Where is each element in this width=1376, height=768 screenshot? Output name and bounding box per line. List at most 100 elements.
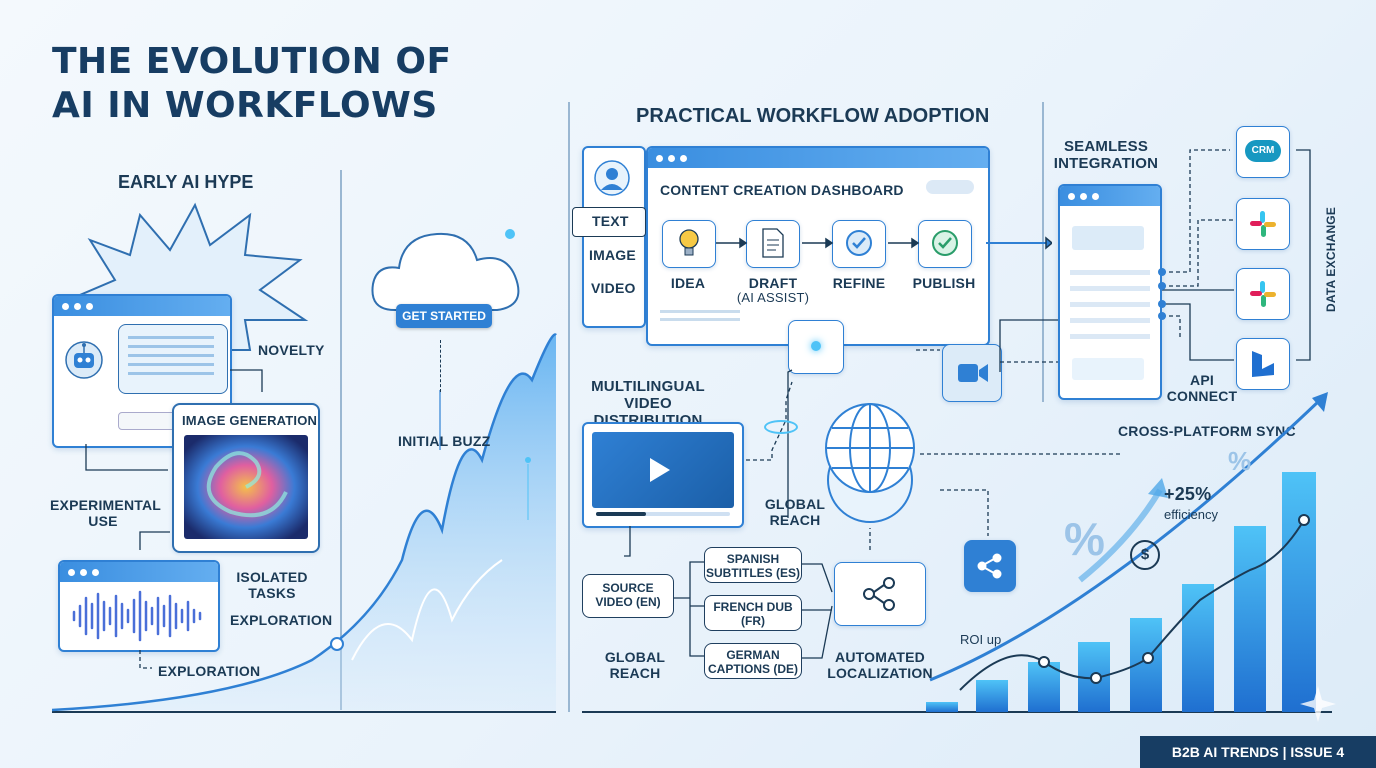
tab-image-label[interactable]: IMAGE [589, 247, 636, 263]
integration-heading: SEAMLESS INTEGRATION [1053, 138, 1159, 172]
divider-left [340, 170, 342, 710]
early-hype-heading: EARLY AI HYPE [118, 172, 254, 192]
publish-step[interactable] [918, 220, 972, 268]
efficiency-pct-label: +25% [1164, 484, 1212, 504]
roi-up-label: ROI up [960, 632, 1002, 647]
roi-bar-6 [1182, 584, 1214, 712]
idea-step[interactable] [662, 220, 716, 268]
tab-text-label: TEXT [592, 213, 629, 229]
german-node[interactable]: GERMAN CAPTIONS (DE) [704, 643, 802, 679]
get-started-button[interactable]: GET STARTED [396, 304, 492, 328]
divider-mid [568, 102, 570, 712]
practical-heading: PRACTICAL WORKFLOW ADOPTION [636, 105, 990, 127]
efficiency-label: efficiency [1164, 507, 1218, 522]
workflow-arrows [716, 236, 1052, 250]
integration-footer-block [1072, 358, 1144, 380]
dynamics-icon [1252, 351, 1274, 377]
baseline-left [52, 711, 556, 713]
check-icon [846, 230, 872, 256]
localization-share-node[interactable] [834, 562, 926, 626]
exploration-label-2: EXPLORATION [158, 663, 261, 679]
early-connectors [85, 369, 263, 669]
refine-step[interactable] [832, 220, 886, 268]
roi-bar-8 [1282, 472, 1316, 712]
video-player[interactable] [582, 422, 744, 528]
cross-platform-sync-label: CROSS-PLATFORM SYNC [1118, 423, 1296, 439]
roi-bar-7 [1234, 526, 1266, 712]
sync-ring-icon [764, 420, 798, 434]
roi-bar-1 [926, 702, 958, 712]
title-line-1: THE EVOLUTION OF [52, 41, 452, 82]
spanish-label: SPANISH SUBTITLES (ES) [705, 552, 800, 580]
idea-label: IDEA [670, 275, 706, 291]
source-video-node[interactable]: SOURCE VIDEO (EN) [582, 574, 674, 618]
sidebar-panel [582, 146, 646, 328]
integration-list [1070, 270, 1150, 340]
french-node[interactable]: FRENCH DUB (FR) [704, 595, 802, 631]
cloud-icon [371, 229, 520, 311]
chat-window [52, 294, 232, 448]
video-progress[interactable] [596, 512, 730, 516]
isolated-tasks-label: ISOLATED TASKS [236, 569, 308, 601]
crm-app[interactable]: CRM [1236, 126, 1290, 178]
document-icon [762, 228, 784, 258]
roi-bar-chart [926, 392, 1328, 712]
integration-titlebar [1060, 186, 1160, 206]
dashboard-text-lines [660, 310, 740, 324]
audio-window-titlebar [60, 562, 218, 582]
source-video-label: SOURCE VIDEO (EN) [595, 581, 661, 609]
slack-app-2[interactable] [1236, 268, 1290, 320]
share-node[interactable] [964, 540, 1016, 592]
publish-label: PUBLISH [912, 275, 976, 291]
practical-connectors [624, 319, 1120, 659]
slack-icon [1250, 211, 1276, 237]
integration-app-window [1058, 184, 1162, 400]
draft-sublabel: (AI ASSIST) [736, 290, 810, 305]
hub-dot-icon [811, 341, 821, 351]
dashboard-title: CONTENT CREATION DASHBOARD [660, 182, 904, 198]
exploration-label-1: EXPLORATION [230, 612, 333, 628]
tab-text[interactable] [572, 207, 646, 237]
user-avatar-icon [594, 160, 630, 196]
lightbulb-icon [679, 229, 699, 256]
dynamics-app[interactable] [1236, 338, 1290, 390]
share-icon [977, 553, 1002, 579]
api-connect-label: API CONNECT [1166, 372, 1238, 404]
sparkle-icon [1300, 686, 1336, 722]
novelty-label: NOVELTY [258, 342, 325, 358]
french-label: FRENCH DUB (FR) [713, 600, 793, 628]
draft-step[interactable] [746, 220, 800, 268]
slack-icon [1250, 281, 1276, 307]
refine-label: REFINE [832, 275, 886, 291]
slack-app-1[interactable] [1236, 198, 1290, 250]
title-line-2: AI IN WORKFLOWS [52, 85, 438, 126]
video-camera-icon [958, 364, 988, 382]
swirl-image [184, 435, 308, 539]
robot-icon [65, 341, 103, 379]
waveform-icon [72, 590, 202, 642]
video-progress-fill [596, 512, 646, 516]
crm-cloud-icon: CRM [1245, 140, 1281, 162]
percent-icon-small: % [1228, 446, 1252, 476]
issue-footer: B2B AI TRENDS | ISSUE 4 [1140, 736, 1376, 768]
dollar-icon: $ [1130, 540, 1160, 570]
initial-buzz-label: INITIAL BUZZ [398, 433, 491, 449]
image-generation-label: IMAGE GENERATION [182, 413, 318, 428]
dashboard-search[interactable] [926, 180, 974, 194]
check-icon [932, 230, 958, 256]
roi-bar-2 [976, 680, 1008, 712]
page-title: THE EVOLUTION OF AI IN WORKFLOWS [52, 40, 452, 128]
global-reach-label-1: GLOBAL REACH [764, 496, 826, 528]
chat-text-lines [128, 336, 214, 380]
divider-right [1042, 102, 1044, 402]
dashboard-titlebar [648, 148, 988, 168]
video-camera-node [942, 344, 1002, 402]
globe-icon [825, 403, 915, 523]
roi-bar-3 [1028, 662, 1060, 712]
cloud-connector [440, 340, 441, 392]
tab-video-label[interactable]: VIDEO [591, 280, 636, 296]
spanish-node[interactable]: SPANISH SUBTITLES (ES) [704, 547, 802, 583]
play-icon[interactable] [648, 456, 672, 484]
share-icon [863, 577, 895, 611]
german-label: GERMAN CAPTIONS (DE) [708, 648, 798, 676]
